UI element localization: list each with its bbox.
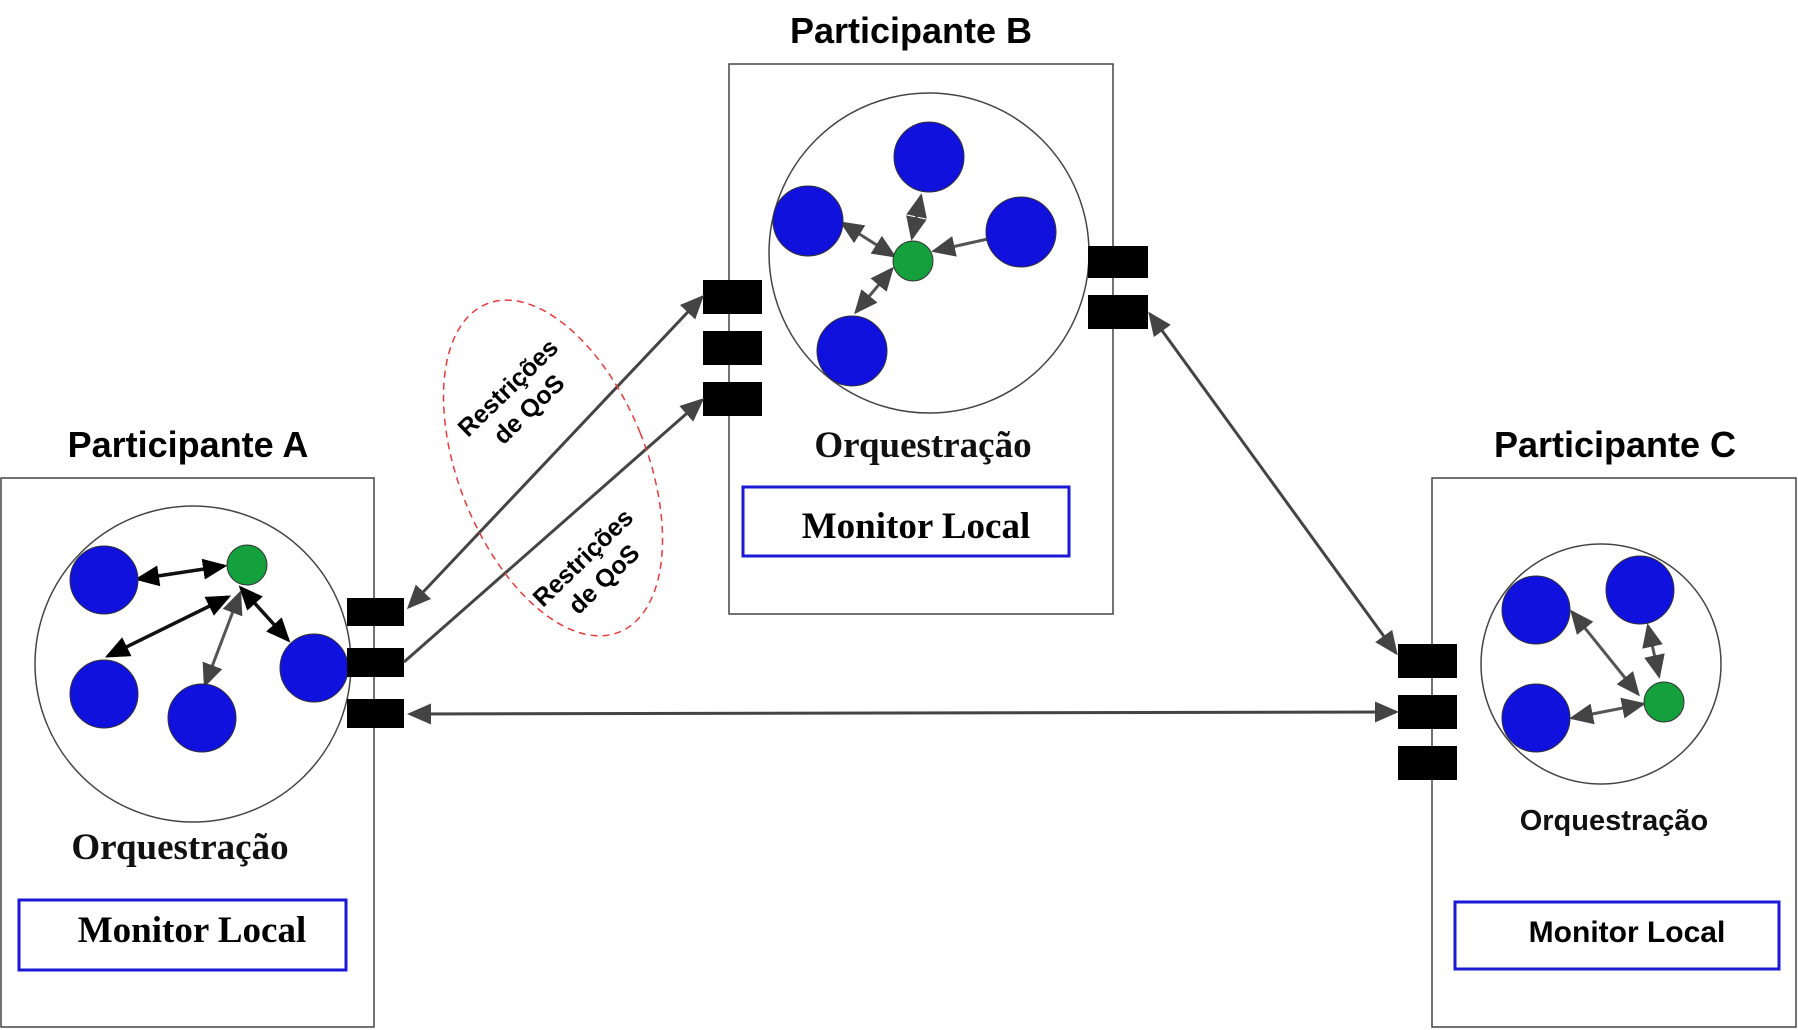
participant-b-internal-arrows: [839, 193, 1022, 315]
inter-participant-connectors: [403, 294, 1399, 725]
participant-a-monitor-box: [17, 898, 348, 972]
connector-b-c: [1148, 311, 1398, 656]
participant-a: Participante A Orquestração Monitor Loca…: [0, 424, 404, 1028]
service-node: [167, 683, 237, 753]
port: [1088, 295, 1148, 329]
coordinator-node: [1643, 681, 1685, 723]
participant-a-title: Participante A: [68, 424, 309, 465]
service-node: [1501, 575, 1571, 645]
participant-a-internal-arrows: [104, 558, 291, 688]
coordinator-node: [226, 544, 268, 586]
qos-label-upper: Restrições de QoS: [453, 333, 571, 450]
port: [703, 280, 762, 314]
participant-a-monitor-label: Monitor Local: [78, 910, 307, 951]
port: [703, 331, 762, 365]
participant-b-monitor-label: Monitor Local: [802, 506, 1031, 547]
service-node: [893, 121, 965, 193]
participant-c-orchestration-label: Orquestração: [1520, 805, 1709, 837]
service-node: [69, 659, 139, 729]
port: [1398, 644, 1457, 678]
coordinator-node: [892, 240, 934, 282]
participant-c-title: Participante C: [1494, 424, 1736, 465]
participant-a-orchestration-label: Orquestração: [71, 827, 288, 868]
participant-b: Participante B Orquestração Monitor Loca…: [703, 10, 1148, 615]
participant-c-orchestration-circle: [1480, 543, 1722, 785]
participant-b-title: Participante B: [790, 10, 1032, 51]
service-node: [772, 185, 844, 257]
service-node: [279, 633, 349, 703]
connector-a-b-upper: [406, 294, 705, 610]
port: [347, 598, 404, 626]
port: [347, 699, 404, 728]
participant-c-monitor-box: [1453, 900, 1781, 971]
service-node: [816, 315, 888, 387]
connector-a-c: [407, 701, 1399, 725]
participant-b-monitor-box: [741, 485, 1071, 558]
service-node: [1501, 683, 1571, 753]
participant-b-orchestration-label: Orquestração: [814, 425, 1031, 466]
participant-c-internal-arrows: [1569, 609, 1665, 725]
port: [1088, 246, 1148, 278]
service-node: [1605, 555, 1675, 625]
port: [1398, 746, 1457, 780]
service-node: [985, 196, 1057, 268]
service-node: [69, 545, 139, 615]
port: [347, 648, 404, 677]
port: [703, 382, 762, 416]
port: [1398, 695, 1457, 729]
qos-constraints-ellipse: [442, 299, 664, 637]
participant-c-monitor-label: Monitor Local: [1529, 916, 1726, 949]
connector-a-b-lower: [403, 398, 705, 664]
qos-label-lower: Restrições de QoS: [528, 503, 646, 620]
participant-c: Participante C Orquestração Monitor Loca…: [1398, 424, 1797, 1028]
